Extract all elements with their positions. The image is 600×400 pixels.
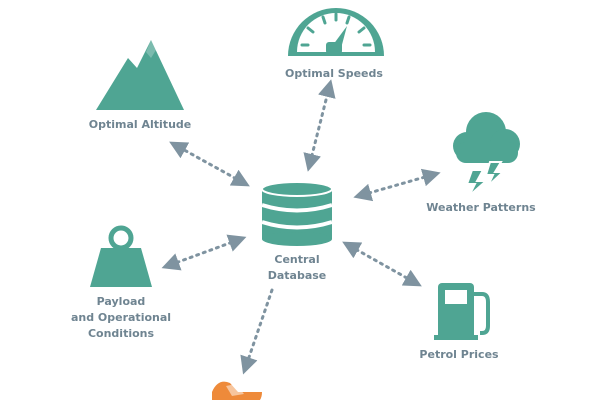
connector-petrol [342,241,422,287]
connector-plane [240,288,274,375]
weight-icon [90,225,152,287]
label-optimal-speeds: Optimal Speeds [285,67,383,80]
label-line: Central [274,253,320,266]
connector-altitude [169,141,250,187]
connector-weather [353,168,441,202]
label-line: and Operational [70,311,172,324]
fuel-pump-icon [434,283,490,340]
label-line: Conditions [87,327,155,340]
connector-speeds [303,79,336,172]
database-icon [261,181,333,246]
connector-payload [161,234,247,271]
label-petrol-prices: Petrol Prices [419,348,499,361]
label-line: Payload [96,295,146,308]
label-weather-patterns: Weather Patterns [426,201,536,214]
airplane-icon [212,381,262,400]
label-central-database: Central Database [268,252,327,284]
speedometer-icon [288,8,384,56]
mountain-icon [96,40,184,110]
storm-cloud-icon [453,112,520,197]
label-optimal-altitude: Optimal Altitude [88,118,192,131]
label-payload: Payload and Operational Conditions [71,294,171,342]
label-line: Database [267,269,327,282]
